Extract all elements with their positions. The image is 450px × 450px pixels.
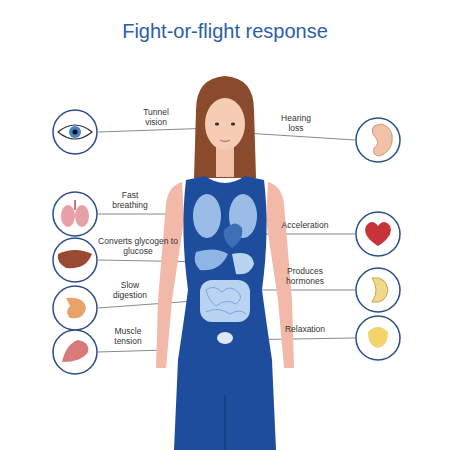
- stomach-icon: [66, 298, 86, 319]
- heart: [224, 223, 243, 248]
- callout-label: Slow digestion: [104, 280, 156, 300]
- adrenal-circle: [356, 268, 400, 312]
- ear-icon: [372, 124, 392, 156]
- hair: [194, 76, 256, 178]
- intestine-loop: [206, 287, 241, 306]
- woman-figure: [156, 76, 294, 450]
- callout-label: Fast breathing: [105, 190, 155, 210]
- intestines: [200, 280, 250, 322]
- fringe: [205, 92, 247, 106]
- adrenal-icon: [372, 278, 388, 303]
- leader-line: [245, 133, 355, 140]
- callout-label: Hearing loss: [273, 113, 319, 133]
- eye-dot: [215, 122, 219, 125]
- leader-lines: [98, 128, 355, 352]
- lungs-circle: [53, 192, 97, 236]
- lung-icon: [61, 205, 75, 227]
- callout-label: Relaxation: [275, 324, 335, 334]
- mouth: [220, 140, 230, 142]
- callout-label: Tunnel vision: [132, 107, 180, 127]
- bladder: [217, 332, 233, 344]
- callout-label: Converts glycogen to glucose: [98, 236, 178, 256]
- lung: [193, 194, 221, 238]
- callout-label: Produces hormones: [277, 266, 333, 286]
- left-arm: [156, 182, 184, 368]
- dress: [174, 176, 276, 450]
- intestine-loop: [206, 309, 246, 314]
- callout-label: Acceleration: [272, 220, 338, 230]
- pupil: [73, 130, 78, 135]
- trachea-icon: [74, 200, 76, 210]
- title: Fight-or-flight response: [0, 20, 450, 43]
- muscle-circle: [53, 330, 97, 374]
- heart-circle: [356, 212, 400, 256]
- bladder-icon: [368, 327, 388, 348]
- eye-circle: [53, 110, 97, 154]
- icon-circles: [53, 110, 400, 374]
- eye-dot: [231, 122, 235, 125]
- ear-circle: [356, 118, 400, 162]
- liver-circle: [53, 238, 97, 282]
- leader-line: [250, 290, 355, 291]
- icons: [58, 124, 393, 362]
- muscle-icon: [62, 340, 88, 362]
- heart-icon: [365, 222, 391, 246]
- leg-divide: [224, 395, 226, 450]
- iris: [69, 126, 81, 138]
- callout-label: Muscle tension: [103, 326, 153, 346]
- liver-icon: [58, 250, 92, 268]
- lung-icon: [75, 205, 89, 227]
- leader-line: [98, 350, 166, 352]
- eye-icon: [58, 125, 92, 139]
- stomach: [232, 253, 254, 274]
- liver: [195, 249, 228, 270]
- stomach-circle: [53, 286, 97, 330]
- bladder-circle: [356, 316, 400, 360]
- face: [205, 98, 245, 150]
